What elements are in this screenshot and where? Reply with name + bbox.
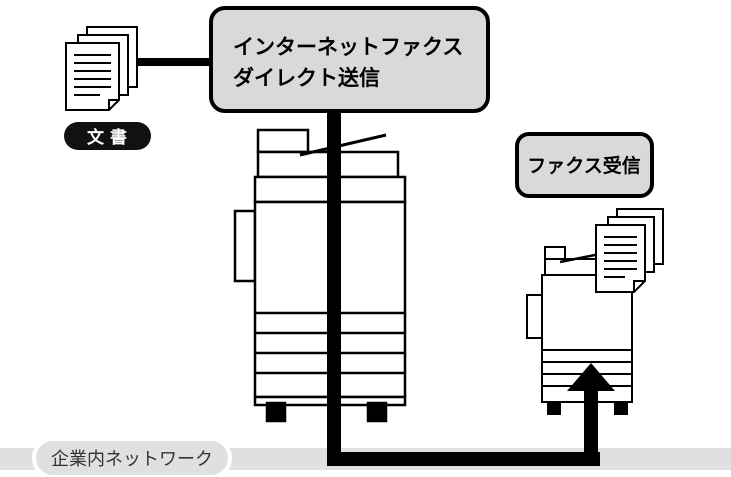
direct-send-label-line1: インターネットファクス	[233, 35, 463, 59]
sender-multifunction-printer-icon	[233, 128, 407, 423]
network-label: 企業内ネットワーク	[51, 449, 213, 470]
fax-receive-label: ファクス受信	[527, 154, 640, 177]
arrow-up-icon	[567, 363, 615, 391]
direct-send-box	[209, 6, 490, 113]
document-stack-icon	[65, 26, 138, 111]
document-badge-label: 文 書	[87, 127, 127, 148]
transmission-path	[327, 110, 600, 466]
receiver-multifunction-printer-icon	[526, 246, 633, 415]
network-label-tab: 企業内ネットワーク	[32, 437, 232, 477]
direct-send-label-line2: ダイレクト送信	[233, 66, 380, 90]
document-connector-line	[138, 58, 214, 66]
document-badge	[64, 122, 151, 150]
fax-receive-box	[515, 132, 654, 198]
received-document-stack-icon	[595, 208, 664, 293]
